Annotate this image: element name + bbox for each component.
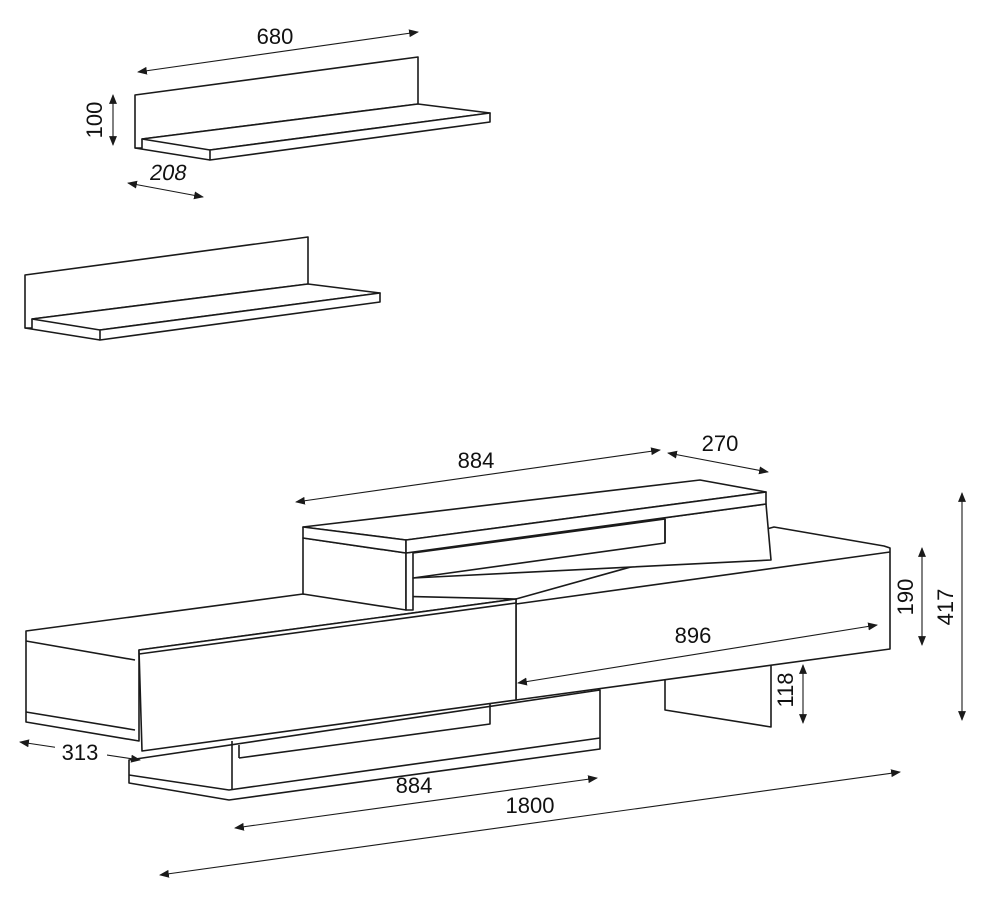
label-total-height: 417 <box>933 589 958 626</box>
label-leg-height: 118 <box>773 672 798 707</box>
wall-shelf-bottom <box>24 236 381 341</box>
label-top-shelf-depth: 270 <box>702 431 739 456</box>
label-drawer-width: 896 <box>675 623 712 648</box>
wall-shelf-top <box>134 56 491 161</box>
label-shelf-height: 100 <box>82 102 107 139</box>
label-depth: 313 <box>62 740 99 765</box>
label-top-shelf-width: 884 <box>458 448 495 473</box>
dimension-lines <box>19 29 966 878</box>
label-shelf-depth: 208 <box>148 160 189 185</box>
label-total-width: 1800 <box>506 793 555 818</box>
label-shelf-width: 680 <box>257 24 294 49</box>
label-drawer-height: 190 <box>893 579 918 616</box>
tv-unit <box>25 479 891 801</box>
label-bottom-shelf-width: 884 <box>396 773 433 798</box>
